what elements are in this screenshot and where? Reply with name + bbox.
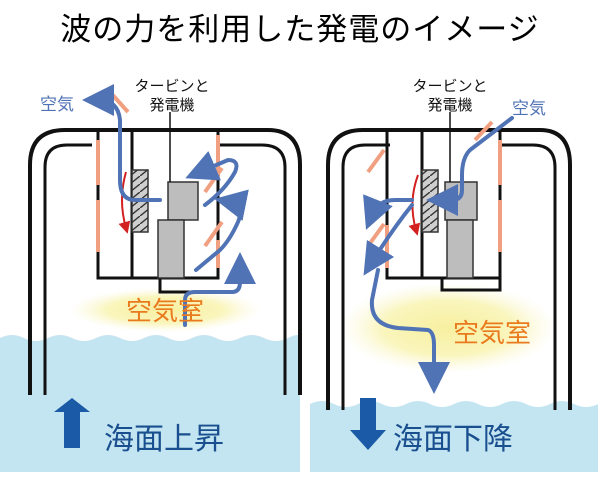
left-inner-wall-right	[220, 143, 287, 395]
right-valve-open	[366, 222, 386, 248]
left-chamber-label: 空気室	[126, 297, 204, 327]
sea-rise-arrow-icon	[54, 398, 90, 448]
sea-fall-arrow-icon	[350, 398, 386, 450]
right-turbine-label-line1: タービンと	[412, 77, 487, 95]
right-turbine-label-line2: 発電機	[427, 96, 472, 114]
right-airflow	[363, 116, 514, 394]
right-turbine-chamber	[385, 128, 502, 280]
left-generator	[167, 181, 199, 221]
right-valve-open	[366, 148, 386, 174]
right-generator-shaft	[446, 219, 474, 279]
right-air-label: 空気	[512, 99, 546, 119]
left-valve-open	[203, 220, 224, 248]
right-rotation-arrow	[408, 174, 421, 236]
right-air-glow	[340, 283, 556, 373]
left-airflow	[82, 84, 256, 327]
right-floor-step	[440, 278, 502, 292]
left-rotation-arrow	[118, 171, 131, 234]
page-title: 波の力を利用した発電のイメージ	[60, 12, 540, 48]
left-turbine-label-line1: タービンと	[134, 77, 209, 95]
right-inner-wall	[341, 143, 390, 410]
right-chamber-label: 空気室	[453, 319, 531, 349]
left-generator-shaft	[157, 219, 185, 279]
left-inner-wall	[43, 143, 92, 395]
left-air-label: 空気	[40, 95, 74, 115]
right-sea-label: 海面下降	[393, 422, 513, 457]
right-valve-top	[473, 120, 494, 142]
right-turbine-blades	[421, 169, 439, 233]
right-inner-wall-right	[500, 143, 557, 410]
left-turbine-label-line2: 発電機	[149, 96, 194, 114]
left-air-glow	[70, 288, 260, 332]
right-water	[310, 401, 598, 472]
right-panel	[310, 112, 598, 472]
left-panel	[0, 84, 302, 472]
left-sea-label: 海面上昇	[104, 422, 224, 457]
